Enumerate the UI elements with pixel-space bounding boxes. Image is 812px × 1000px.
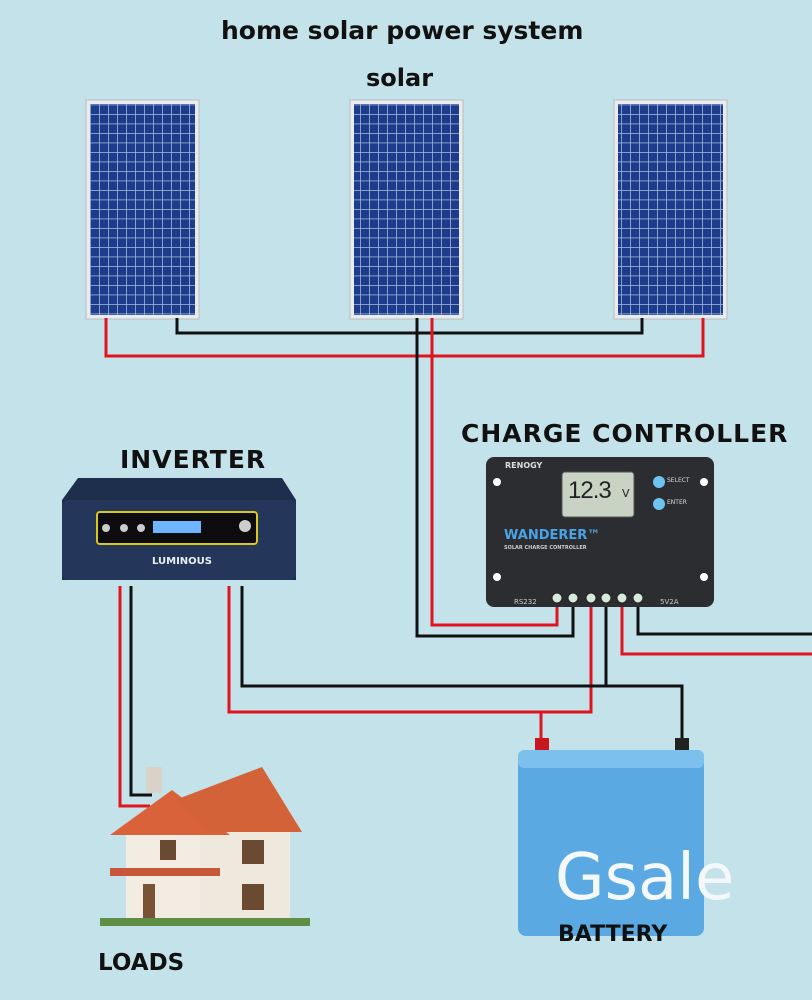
charge-controller-label: CHARGE CONTROLLER [461,419,789,448]
solar-label: solar [366,64,434,92]
house-negative-wire [129,586,152,797]
usb-port-label: 5V2A [660,598,679,606]
solar-positive-wire [430,318,559,627]
watermark: Gsale [555,841,735,915]
battery-positive-wire [227,586,593,714]
battery-label: BATTERY [558,922,668,947]
controller-display-unit: V [622,487,630,500]
inverter-brand: LUMINOUS [152,556,212,567]
battery [518,738,704,936]
solar-panel-1 [85,99,200,320]
wiring [104,318,812,808]
solar-negative-wire [415,318,575,638]
panel-array-positive-wire [104,318,705,358]
rs232-port-label: RS232 [514,598,537,606]
controller-brand: RENOGY [505,461,543,470]
house-positive-wire [118,586,150,808]
controller-subtitle: SOLAR CHARGE CONTROLLER [504,545,587,551]
page-title: home solar power system [221,16,584,45]
enter-button[interactable]: ENTER [667,499,687,506]
loads-label: LOADS [98,950,185,976]
panel-array-negative-wire [175,318,644,335]
charge-controller [486,457,714,607]
house-loads [100,767,310,926]
load-positive-wire [620,598,812,656]
solar-panel-2 [349,99,464,320]
controller-model: WANDERER™ [504,528,601,543]
battery-negative-wire [240,586,608,688]
load-negative-wire [636,598,812,636]
solar-panel-3 [613,99,728,320]
select-button[interactable]: SELECT [667,477,690,484]
inverter-label: INVERTER [120,445,267,474]
controller-display-value: 12.3 [568,477,612,504]
inverter [62,478,296,580]
